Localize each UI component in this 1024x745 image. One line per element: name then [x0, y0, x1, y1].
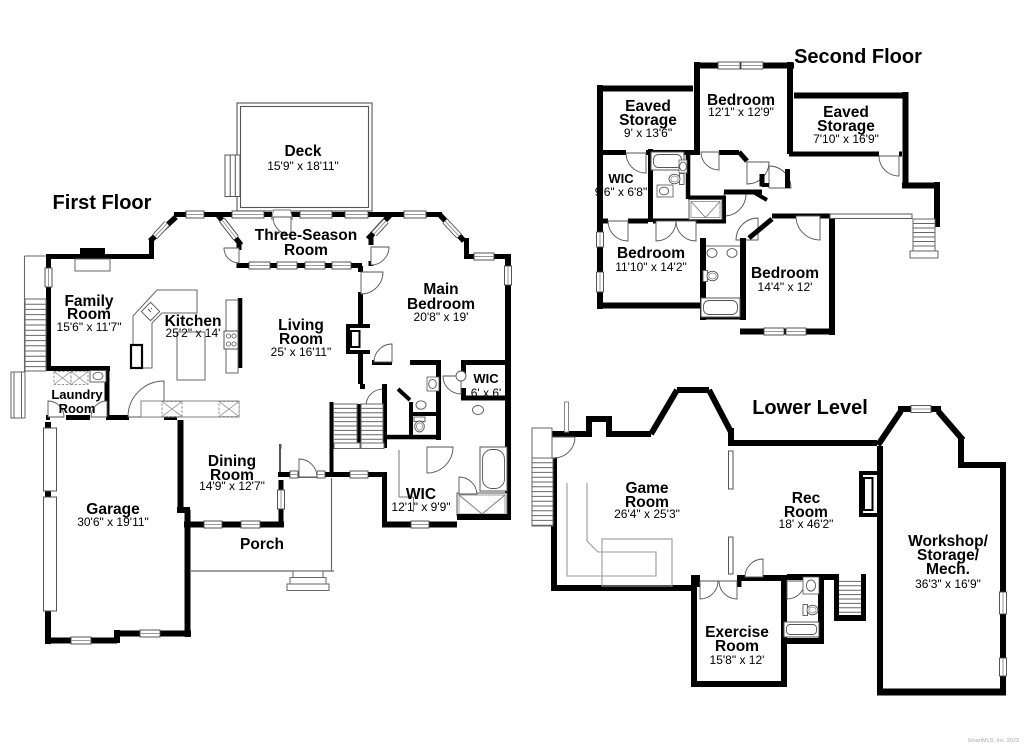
svg-text:15'8" x 12': 15'8" x 12' — [710, 653, 765, 667]
svg-text:Lower Level: Lower Level — [752, 397, 868, 419]
svg-text:Mech.: Mech. — [926, 561, 970, 578]
svg-text:20'8" x 19': 20'8" x 19' — [414, 310, 469, 324]
svg-text:Eaved: Eaved — [625, 98, 671, 115]
svg-text:Room: Room — [284, 242, 328, 259]
svg-text:Storage: Storage — [619, 112, 677, 129]
svg-text:12'1" x 9'9": 12'1" x 9'9" — [391, 500, 450, 514]
svg-text:36'3" x 16'9": 36'3" x 16'9" — [915, 577, 981, 591]
svg-text:30'6" x 19'11": 30'6" x 19'11" — [77, 515, 149, 529]
svg-text:18' x 46'2": 18' x 46'2" — [779, 517, 834, 531]
svg-text:Room: Room — [67, 306, 111, 323]
svg-text:Three-Season: Three-Season — [255, 227, 358, 244]
svg-text:6' x 6': 6' x 6' — [471, 386, 502, 400]
svg-text:9'6" x 6'8": 9'6" x 6'8" — [595, 185, 647, 199]
svg-text:Garage: Garage — [86, 501, 140, 518]
svg-text:Dining: Dining — [208, 453, 256, 470]
svg-text:Bedroom: Bedroom — [617, 245, 685, 262]
svg-text:WIC: WIC — [608, 171, 634, 186]
svg-text:Kitchen: Kitchen — [165, 313, 222, 330]
svg-text:Room: Room — [625, 494, 669, 511]
svg-text:12'1" x 12'9": 12'1" x 12'9" — [708, 105, 774, 119]
svg-text:25'2" x 14': 25'2" x 14' — [166, 326, 221, 340]
svg-text:11'10" x 14'2": 11'10" x 14'2" — [615, 260, 687, 274]
svg-text:Family: Family — [64, 293, 113, 310]
svg-text:Main: Main — [423, 281, 458, 298]
svg-text:WIC: WIC — [406, 486, 436, 503]
svg-text:Rec: Rec — [792, 490, 821, 507]
svg-text:25' x 16'11": 25' x 16'11" — [271, 345, 332, 359]
svg-text:15'9" x 18'11": 15'9" x 18'11" — [267, 159, 339, 173]
svg-text:Workshop/: Workshop/ — [908, 533, 988, 550]
svg-text:Bedroom: Bedroom — [707, 92, 775, 109]
svg-text:Bedroom: Bedroom — [407, 296, 475, 313]
svg-text:14'9" x 12'7": 14'9" x 12'7" — [199, 479, 265, 493]
svg-text:Game: Game — [625, 480, 668, 497]
svg-text:SmartMLS, Inc. 2023: SmartMLS, Inc. 2023 — [967, 738, 1019, 744]
svg-text:9' x 13'6": 9' x 13'6" — [624, 126, 672, 140]
svg-text:Storage/: Storage/ — [917, 547, 980, 564]
svg-text:Bedroom: Bedroom — [751, 265, 819, 282]
svg-text:26'4" x 25'3": 26'4" x 25'3" — [614, 507, 680, 521]
svg-text:First Floor: First Floor — [53, 192, 152, 214]
svg-text:Room: Room — [715, 638, 759, 655]
svg-text:14'4" x 12': 14'4" x 12' — [758, 280, 813, 294]
svg-text:Eaved: Eaved — [823, 104, 869, 121]
svg-text:Room: Room — [784, 504, 828, 521]
svg-text:Deck: Deck — [284, 143, 321, 160]
svg-text:Laundry: Laundry — [51, 387, 103, 402]
svg-text:15'6" x 11'7": 15'6" x 11'7" — [57, 320, 122, 334]
svg-text:Room: Room — [59, 401, 96, 416]
svg-text:WIC: WIC — [473, 371, 499, 386]
svg-text:Room: Room — [279, 331, 323, 348]
svg-text:7'10" x 16'9": 7'10" x 16'9" — [813, 132, 879, 146]
svg-text:Second Floor: Second Floor — [794, 46, 922, 68]
svg-text:Room: Room — [210, 467, 254, 484]
svg-text:Exercise: Exercise — [705, 624, 769, 641]
svg-text:Storage: Storage — [817, 118, 875, 135]
svg-text:Living: Living — [278, 317, 324, 334]
svg-text:Porch: Porch — [240, 536, 284, 553]
